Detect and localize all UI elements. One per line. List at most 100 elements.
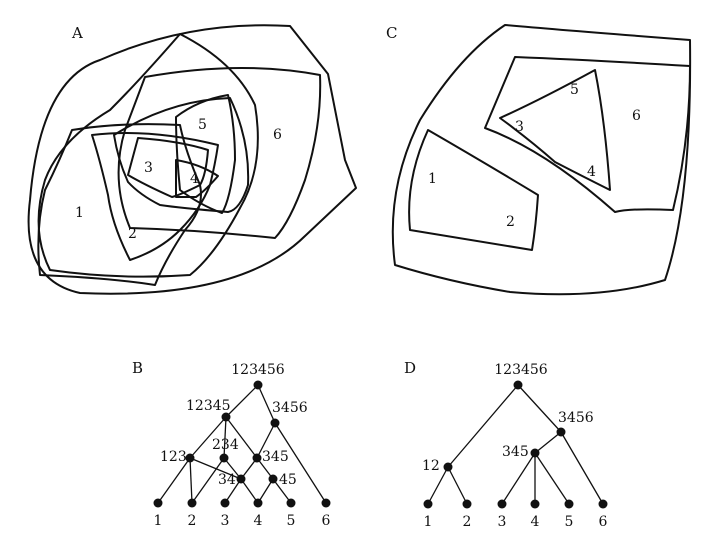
edge-b-123456-3456 bbox=[257, 384, 276, 424]
edge-d-345-5 bbox=[534, 452, 570, 505]
region-123456 bbox=[27, 24, 357, 295]
c-label-2: 2 bbox=[506, 214, 515, 230]
edge-d-3456-345 bbox=[534, 431, 562, 454]
b-label-4: 4 bbox=[254, 513, 263, 529]
node-b-3 bbox=[220, 498, 230, 508]
node-b-234 bbox=[219, 453, 229, 463]
edge-d-3456-6 bbox=[560, 431, 604, 505]
edge-b-45-5 bbox=[272, 478, 292, 504]
edge-b-123456-12345 bbox=[225, 384, 259, 418]
panel-c-label: C bbox=[386, 24, 397, 42]
edge-b-34-3 bbox=[224, 478, 242, 504]
node-b-12345 bbox=[221, 412, 231, 422]
edge-d-123456-12 bbox=[447, 384, 519, 468]
panel-a: A 1 2 3 4 5 6 bbox=[27, 24, 357, 295]
b-label-234: 234 bbox=[212, 437, 239, 453]
edge-b-123-1 bbox=[157, 457, 191, 504]
edge-b-123-34 bbox=[189, 457, 242, 480]
edge-b-234-34 bbox=[223, 457, 242, 480]
region-234 bbox=[91, 132, 219, 261]
node-d-2 bbox=[462, 499, 472, 509]
a-label-3: 3 bbox=[144, 160, 153, 176]
node-b-45 bbox=[268, 474, 278, 484]
region-c-123456 bbox=[391, 24, 692, 296]
node-d-3456 bbox=[556, 427, 566, 437]
c-label-5: 5 bbox=[570, 82, 579, 98]
edge-b-45-4 bbox=[257, 478, 274, 504]
region-12345 bbox=[37, 33, 259, 278]
edge-d-12-1 bbox=[427, 466, 449, 505]
region-c-345 bbox=[499, 69, 611, 191]
b-label-345: 345 bbox=[262, 449, 289, 465]
edge-d-123456-3456 bbox=[517, 384, 562, 433]
panel-c: C 1 2 3 4 5 6 bbox=[386, 24, 692, 296]
region-34 bbox=[127, 137, 209, 198]
b-label-45: 45 bbox=[279, 472, 297, 488]
edge-b-12345-345 bbox=[225, 416, 258, 459]
panel-d-label: D bbox=[404, 359, 416, 377]
b-label-123: 123 bbox=[160, 449, 187, 465]
edge-b-234-2 bbox=[191, 457, 225, 504]
b-label-1: 1 bbox=[154, 513, 163, 529]
d-label-5: 5 bbox=[565, 514, 574, 530]
b-label-5: 5 bbox=[287, 513, 296, 529]
node-b-1 bbox=[153, 498, 163, 508]
d-label-1: 1 bbox=[424, 514, 433, 530]
edge-d-12-2 bbox=[447, 466, 468, 505]
a-label-2: 2 bbox=[128, 226, 137, 242]
region-123 bbox=[37, 123, 202, 286]
c-label-4: 4 bbox=[587, 164, 596, 180]
node-d-4 bbox=[530, 499, 540, 509]
d-label-2: 2 bbox=[463, 514, 472, 530]
d-label-6: 6 bbox=[599, 514, 608, 530]
node-b-2 bbox=[187, 498, 197, 508]
b-label-123456: 123456 bbox=[231, 362, 285, 378]
node-d-123456 bbox=[513, 380, 523, 390]
node-b-123456 bbox=[253, 380, 263, 390]
region-4 bbox=[175, 159, 219, 198]
b-label-3456: 3456 bbox=[272, 400, 308, 416]
panel-a-label: A bbox=[71, 24, 83, 42]
a-label-5: 5 bbox=[198, 117, 207, 133]
node-b-34 bbox=[236, 474, 246, 484]
node-d-6 bbox=[598, 499, 608, 509]
edge-b-12345-123 bbox=[189, 416, 227, 459]
node-d-5 bbox=[564, 499, 574, 509]
b-label-2: 2 bbox=[188, 513, 197, 529]
edge-b-123-2 bbox=[189, 457, 193, 504]
node-b-123 bbox=[185, 453, 195, 463]
node-b-6 bbox=[321, 498, 331, 508]
d-label-123456: 123456 bbox=[494, 362, 548, 378]
node-d-345 bbox=[530, 448, 540, 458]
c-label-3: 3 bbox=[515, 119, 524, 135]
edge-b-3456-6 bbox=[274, 422, 327, 504]
d-label-345: 345 bbox=[502, 444, 529, 460]
edge-b-12345-234 bbox=[223, 416, 227, 459]
a-label-1: 1 bbox=[75, 205, 84, 221]
region-c-3456 bbox=[484, 56, 691, 213]
d-label-3: 3 bbox=[498, 514, 507, 530]
node-d-3 bbox=[497, 499, 507, 509]
a-label-6: 6 bbox=[273, 127, 282, 143]
node-d-1 bbox=[423, 499, 433, 509]
d-label-12: 12 bbox=[422, 458, 440, 474]
node-b-5 bbox=[286, 498, 296, 508]
edge-b-3456-345 bbox=[256, 422, 276, 459]
region-c-12 bbox=[408, 129, 539, 251]
node-b-3456 bbox=[270, 418, 280, 428]
c-label-1: 1 bbox=[428, 171, 437, 187]
node-b-4 bbox=[253, 498, 263, 508]
edge-d-345-3 bbox=[501, 452, 536, 505]
c-label-6: 6 bbox=[632, 108, 641, 124]
d-label-3456: 3456 bbox=[558, 410, 594, 426]
b-label-12345: 12345 bbox=[186, 398, 231, 414]
panel-b: B 123456 12345 bbox=[132, 359, 331, 529]
panel-b-label: B bbox=[132, 359, 143, 377]
b-label-3: 3 bbox=[221, 513, 230, 529]
b-label-6: 6 bbox=[322, 513, 331, 529]
b-label-34: 34 bbox=[218, 472, 236, 488]
node-d-12 bbox=[443, 462, 453, 472]
panel-d: D 123456 3456 345 12 1 2 3 4 5 6 bbox=[404, 359, 608, 530]
region-3456 bbox=[117, 67, 322, 239]
